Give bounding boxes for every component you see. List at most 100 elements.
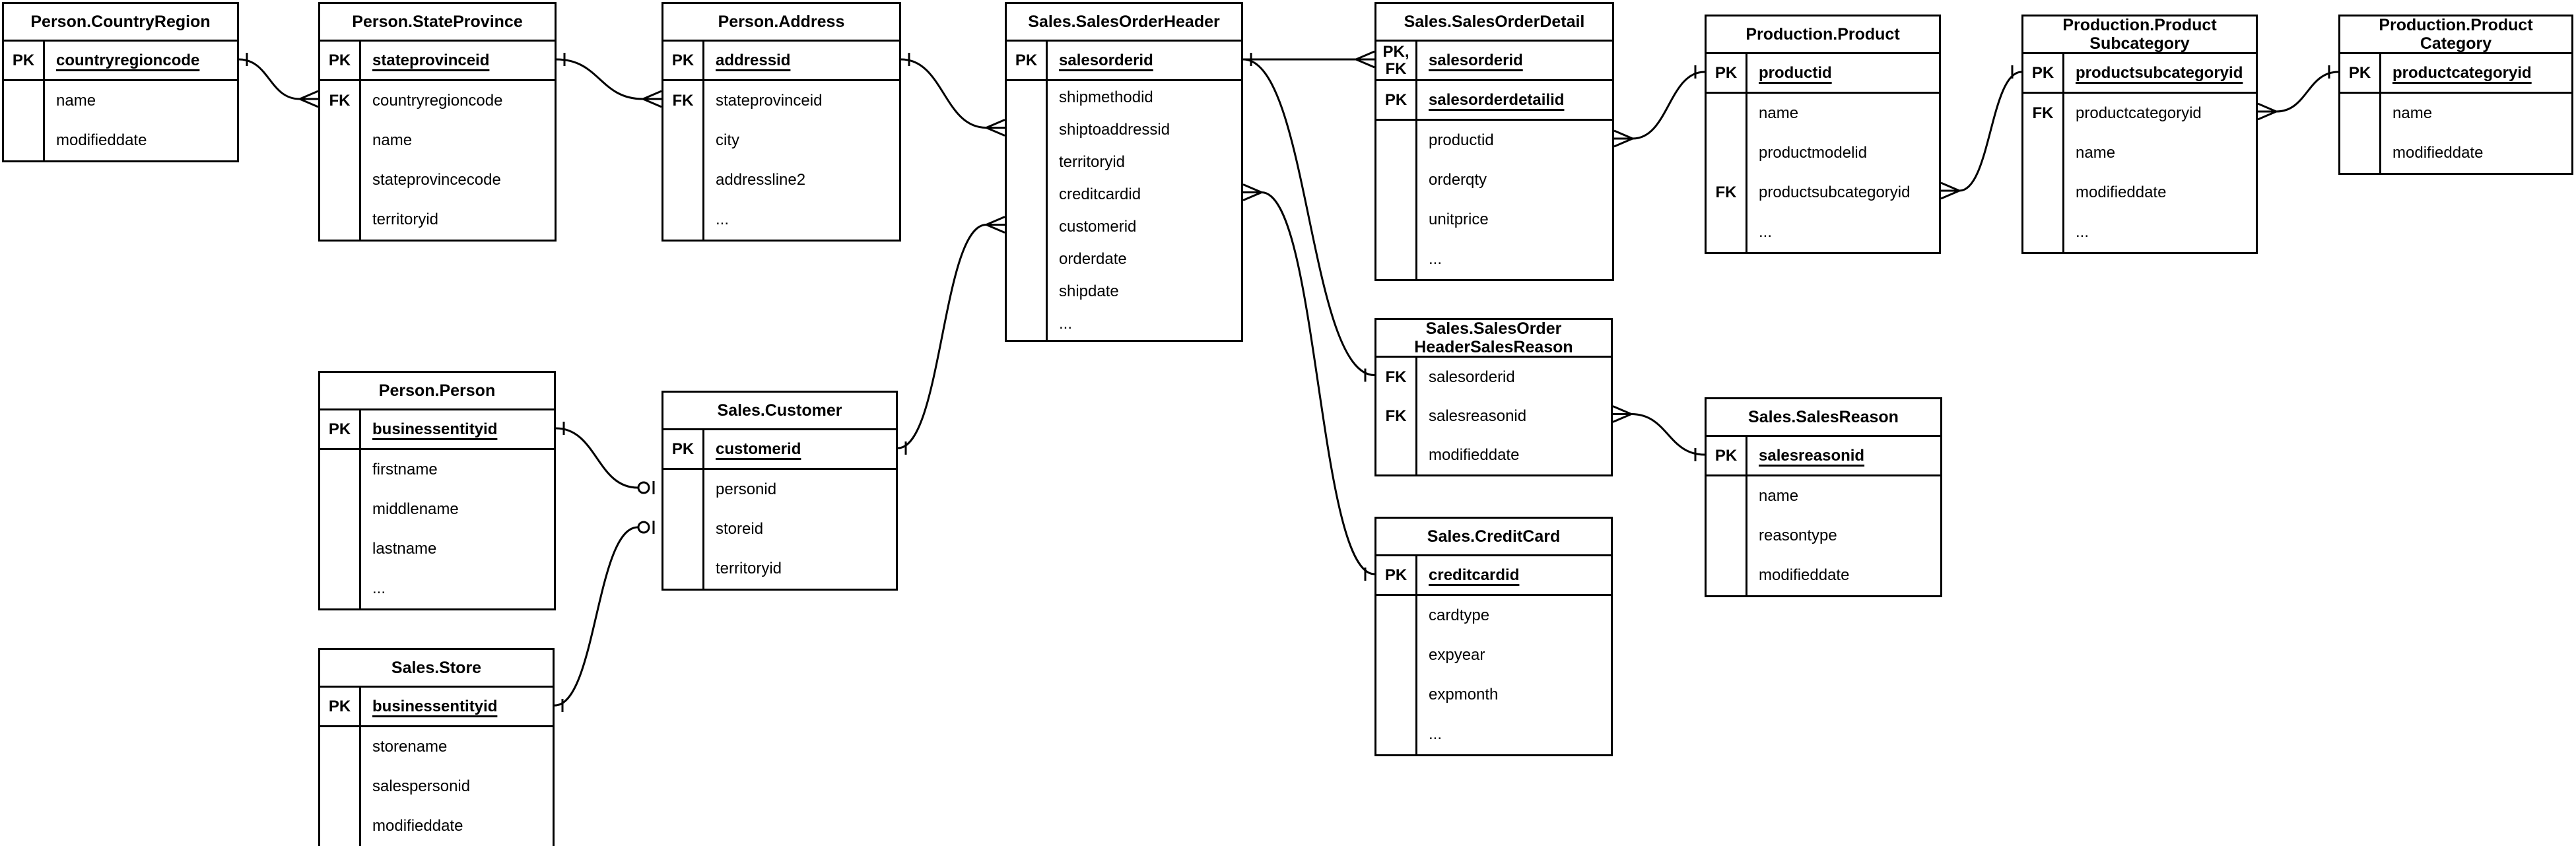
key-label <box>1376 240 1415 279</box>
key-label: PK <box>320 42 361 79</box>
key-label <box>320 806 359 846</box>
table-title: Sales.SalesOrderHeader <box>1007 4 1241 42</box>
key-label-line: PK <box>328 51 351 69</box>
key-label <box>1007 178 1046 211</box>
field-row: personid <box>704 470 896 509</box>
field-name: ... <box>2076 223 2089 241</box>
key-label: PK <box>1707 54 1747 92</box>
key-label-line: PK <box>2031 63 2054 82</box>
pk-row: PK addressid <box>663 42 899 81</box>
key-label-line: PK, <box>1382 43 1409 61</box>
table-title: Sales.Customer <box>663 393 896 430</box>
field-name: storename <box>372 738 448 756</box>
key-label <box>2340 133 2379 173</box>
key-label <box>320 727 359 767</box>
connector-sales-salesorderheadersalesreason-sales-salesreason <box>1631 413 1705 456</box>
crows-foot <box>1242 183 1262 201</box>
field-row: productmodelid <box>1747 133 1939 173</box>
key-label: PK <box>2340 54 2381 92</box>
field-row: modifieddate <box>1747 556 1940 595</box>
field-name: unitprice <box>1429 211 1489 228</box>
key-label <box>1707 476 1746 516</box>
field-row: ... <box>704 200 899 240</box>
field-row: stateprovinceid <box>704 81 899 121</box>
key-label <box>1376 436 1415 474</box>
pk-row: PK productsubcategoryid <box>2023 54 2256 94</box>
key-label: FK <box>663 81 702 121</box>
field-name: ... <box>1759 223 1773 241</box>
crows-foot <box>299 90 319 108</box>
pk-field-name: salesorderdetailid <box>1429 90 1565 109</box>
key-label <box>1707 133 1746 173</box>
field-row: salesreasonid <box>1417 397 1611 436</box>
field-name: stateprovinceid <box>716 92 823 110</box>
table-title-line: Subcategory <box>2089 34 2190 53</box>
key-label-line: PK <box>671 51 695 69</box>
table-title-line: Production.Product <box>2062 16 2217 34</box>
table-title-line: Person.StateProvince <box>352 13 523 31</box>
key-label: FK <box>320 81 359 121</box>
key-label-line: PK <box>1714 63 1738 82</box>
key-label <box>2340 94 2379 133</box>
field-row: territoryid <box>1048 146 1241 178</box>
key-label-line: PK <box>328 697 351 715</box>
pk-field-name: salesorderid <box>1429 51 1523 69</box>
connector-sales-store-sales-customer <box>554 526 638 707</box>
key-label: FK <box>1707 173 1746 212</box>
pk-field-name: addressid <box>716 51 791 69</box>
field-row: creditcardid <box>1048 178 1241 211</box>
field-name: salesreasonid <box>1429 407 1527 425</box>
zero-circle <box>637 481 650 494</box>
crows-foot <box>642 90 662 108</box>
field-row: modifieddate <box>45 121 237 160</box>
field-row: productsubcategoryid <box>1747 173 1939 212</box>
field-name: storeid <box>716 520 764 538</box>
pk-field-name: salesorderid <box>1059 51 1153 69</box>
table-title-line: Sales.Store <box>391 659 482 677</box>
field-name: name <box>1759 104 1799 122</box>
field-row: storename <box>361 727 553 767</box>
field-row: ... <box>1048 308 1241 340</box>
field-name: city <box>716 131 739 149</box>
key-label: PK <box>663 430 704 468</box>
field-name: territoryid <box>716 560 782 577</box>
pk-field-name: productsubcategoryid <box>2076 63 2243 82</box>
pk-field-name: productcategoryid <box>2392 63 2532 82</box>
field-row: city <box>704 121 899 160</box>
field-row: storeid <box>704 509 896 549</box>
field-name: territoryid <box>1059 152 1126 171</box>
field-row: salesorderid <box>1417 358 1611 397</box>
field-row: name <box>45 81 237 121</box>
field-name: orderqty <box>1429 171 1487 189</box>
key-label <box>1376 635 1415 675</box>
field-row: orderdate <box>1048 243 1241 275</box>
pk-row: PK productcategoryid <box>2340 54 2571 94</box>
field-row: stateprovincecode <box>361 160 555 200</box>
field-name: ... <box>1059 314 1073 333</box>
crows-foot <box>2257 102 2277 121</box>
key-label <box>320 121 359 160</box>
key-label <box>1007 275 1046 308</box>
key-label <box>1376 675 1415 715</box>
field-name: name <box>2392 104 2433 122</box>
field-name: stateprovincecode <box>372 171 501 189</box>
pk-field-name: creditcardid <box>1429 566 1520 584</box>
key-label <box>663 160 702 200</box>
field-name: modifieddate <box>372 817 463 835</box>
pk-field-name: countryregioncode <box>56 51 200 69</box>
field-row: ... <box>361 569 554 608</box>
field-row: expyear <box>1417 635 1611 675</box>
connector-person-stateprovince-person-address <box>556 58 644 100</box>
